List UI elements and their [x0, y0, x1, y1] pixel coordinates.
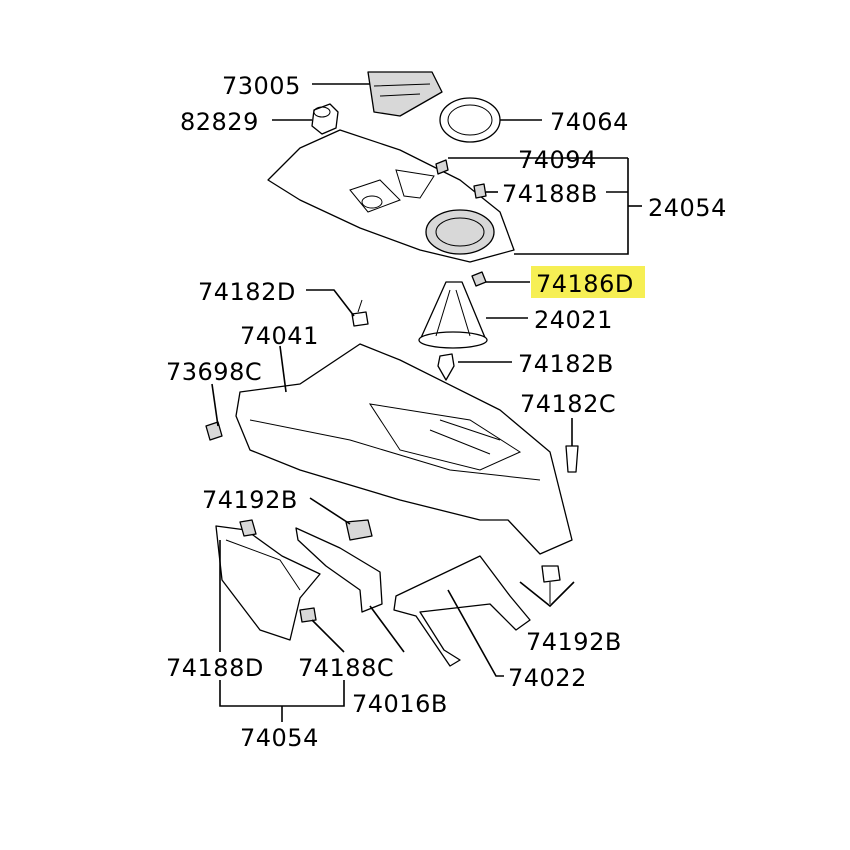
part-24054-panel	[267, 129, 515, 263]
leader-lines	[211, 83, 642, 722]
label-74022[interactable]: 74022	[508, 664, 587, 692]
part-74186D-clip	[471, 271, 487, 287]
part-73005-cover	[367, 71, 443, 117]
label-74094[interactable]: 74094	[518, 146, 597, 174]
part-74016B-bracket	[295, 527, 383, 613]
part-74192B-nut-left	[345, 519, 373, 541]
label-74182B[interactable]: 74182B	[518, 350, 614, 378]
part-74064-ring	[439, 97, 501, 143]
highlight-74186D	[531, 266, 645, 298]
label-24054[interactable]: 24054	[648, 194, 727, 222]
part-74188B-clip	[473, 183, 487, 199]
label-73698C[interactable]: 73698C	[166, 358, 262, 386]
part-74188D-clip	[239, 519, 257, 537]
part-82829-switch	[311, 103, 339, 135]
part-labels: 73005 82829 74064 74094 74188B 24054 741…	[166, 72, 727, 752]
label-74054[interactable]: 74054	[240, 724, 319, 752]
label-74188D[interactable]: 74188D	[166, 654, 264, 682]
label-82829[interactable]: 82829	[180, 108, 259, 136]
label-74192B-left[interactable]: 74192B	[202, 486, 298, 514]
part-74188C-clip	[299, 607, 317, 623]
part-74094-clip	[435, 159, 449, 175]
label-24021[interactable]: 24021	[534, 306, 613, 334]
part-74182C-screw	[565, 445, 579, 473]
part-74182B-screw	[437, 353, 455, 381]
label-74016B[interactable]: 74016B	[352, 690, 448, 718]
label-74182D[interactable]: 74182D	[198, 278, 296, 306]
label-74064[interactable]: 74064	[550, 108, 629, 136]
part-74041-console	[235, 343, 573, 555]
label-74188C[interactable]: 74188C	[298, 654, 394, 682]
label-74188B[interactable]: 74188B	[502, 180, 598, 208]
part-74054-side-panel	[215, 525, 321, 641]
label-74041[interactable]: 74041	[240, 322, 319, 350]
label-74182C[interactable]: 74182C	[520, 390, 616, 418]
label-73005[interactable]: 73005	[222, 72, 301, 100]
label-74192B-right[interactable]: 74192B	[526, 628, 622, 656]
label-74186D[interactable]: 74186D	[536, 270, 634, 298]
part-74182D-screw	[351, 299, 369, 327]
part-73698C-clip	[205, 421, 223, 441]
part-74022-bracket	[393, 555, 531, 667]
part-74192B-bolt-right	[541, 565, 561, 604]
part-24021-boot	[418, 281, 488, 349]
